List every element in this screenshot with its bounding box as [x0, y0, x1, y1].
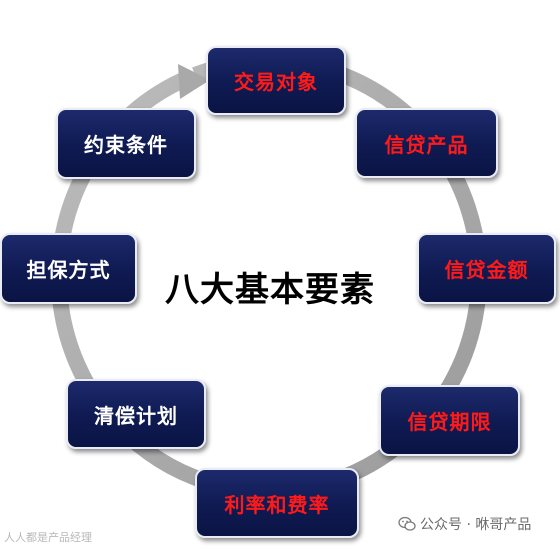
node-label: 信贷产品: [384, 132, 469, 157]
node-label: 约束条件: [84, 133, 168, 157]
node-label: 信贷金额: [444, 258, 529, 282]
watermark-right-text: 公众号 · 咻哥产品: [420, 517, 532, 533]
node-label: 清偿计划: [94, 403, 178, 428]
watermark-left: 人人都是产品经理: [4, 531, 92, 544]
cycle-arrow-head: [178, 64, 210, 99]
wechat-icon: [398, 516, 416, 531]
node-label: 交易对象: [234, 70, 318, 94]
node-guarantee-method: 担保方式: [0, 233, 137, 304]
watermark-right: 公众号 · 咻哥产品: [398, 514, 531, 534]
node-label: 信贷期限: [407, 410, 492, 434]
node-label: 担保方式: [26, 258, 111, 282]
node-credit-amount: 信贷金额: [417, 233, 556, 304]
node-credit-product: 信贷产品: [355, 108, 498, 178]
node-interest-and-fee-rate: 利率和费率: [195, 468, 359, 538]
center-title: 八大基本要素: [165, 270, 375, 310]
node-label: 利率和费率: [224, 492, 330, 517]
node-constraint-condition: 约束条件: [56, 108, 196, 179]
node-credit-term: 信贷期限: [379, 385, 520, 456]
node-trade-target: 交易对象: [206, 46, 346, 115]
node-repayment-plan: 清偿计划: [66, 379, 206, 449]
